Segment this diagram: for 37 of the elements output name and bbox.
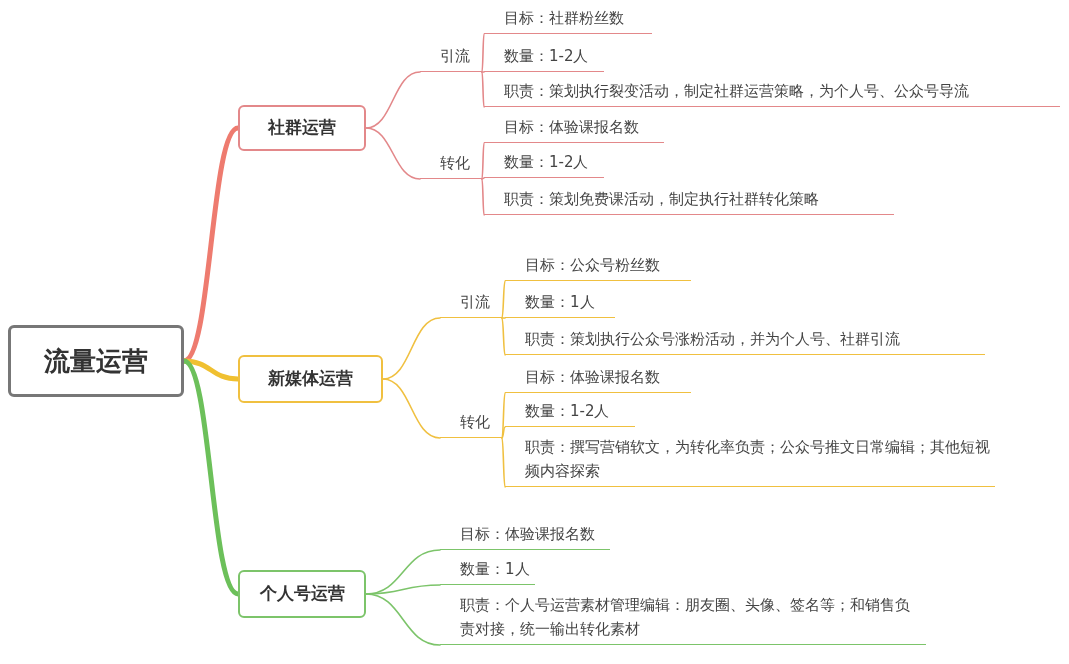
underlined-topic: 职责：策划免费课活动，制定执行社群转化策略 [484, 187, 894, 215]
underlined-topic: 目标：体验课报名数 [484, 115, 664, 143]
underlined-topic: 数量：1人 [440, 557, 535, 585]
underlined-topic: 转化 [420, 151, 482, 179]
branch-line [481, 33, 485, 73]
underlined-topic: 数量：1-2人 [505, 399, 635, 427]
branch-line [501, 317, 506, 356]
underlined-topic: 职责：策划执行裂变活动，制定社群运营策略，为个人号、公众号导流 [484, 79, 1060, 107]
underlined-topic: 数量：1人 [505, 290, 615, 318]
branch-line [382, 378, 441, 439]
underlined-topic: 引流 [420, 44, 482, 72]
underlined-topic: 数量：1-2人 [484, 150, 604, 178]
underlined-topic: 目标：体验课报名数 [505, 365, 691, 393]
branch-line [481, 177, 485, 180]
branch-line [501, 437, 506, 488]
branch-line [501, 426, 506, 439]
branch-topic-box: 新媒体运营 [238, 355, 383, 403]
underlined-topic: 引流 [440, 290, 502, 318]
branch-line [365, 593, 441, 646]
underlined-topic: 职责：策划执行公众号涨粉活动，并为个人号、社群引流 [505, 327, 985, 355]
branch-line [501, 317, 506, 319]
branch-line [481, 71, 485, 73]
branch-topic-box: 社群运营 [238, 105, 366, 151]
central-topic-box: 流量运营 [8, 325, 184, 397]
underlined-topic: 转化 [440, 410, 502, 438]
underlined-topic: 目标：公众号粉丝数 [505, 253, 691, 281]
underlined-topic: 职责：撰写营销软文，为转化率负责；公众号推文日常编辑；其他短视频内容探索 [505, 436, 995, 487]
branch-line [481, 71, 485, 108]
branch-line [481, 142, 485, 180]
underlined-topic: 职责：个人号运营素材管理编辑：朋友圈、头像、签名等；和销售负责对接，统一输出转化素材 [440, 594, 926, 645]
branch-line [501, 280, 506, 319]
branch-line [481, 178, 485, 216]
branch-line [365, 127, 421, 180]
underlined-topic: 目标：社群粉丝数 [484, 6, 652, 34]
underlined-topic: 目标：体验课报名数 [440, 522, 610, 550]
branch-topic-box: 个人号运营 [238, 570, 366, 618]
underlined-topic: 数量：1-2人 [484, 44, 604, 72]
